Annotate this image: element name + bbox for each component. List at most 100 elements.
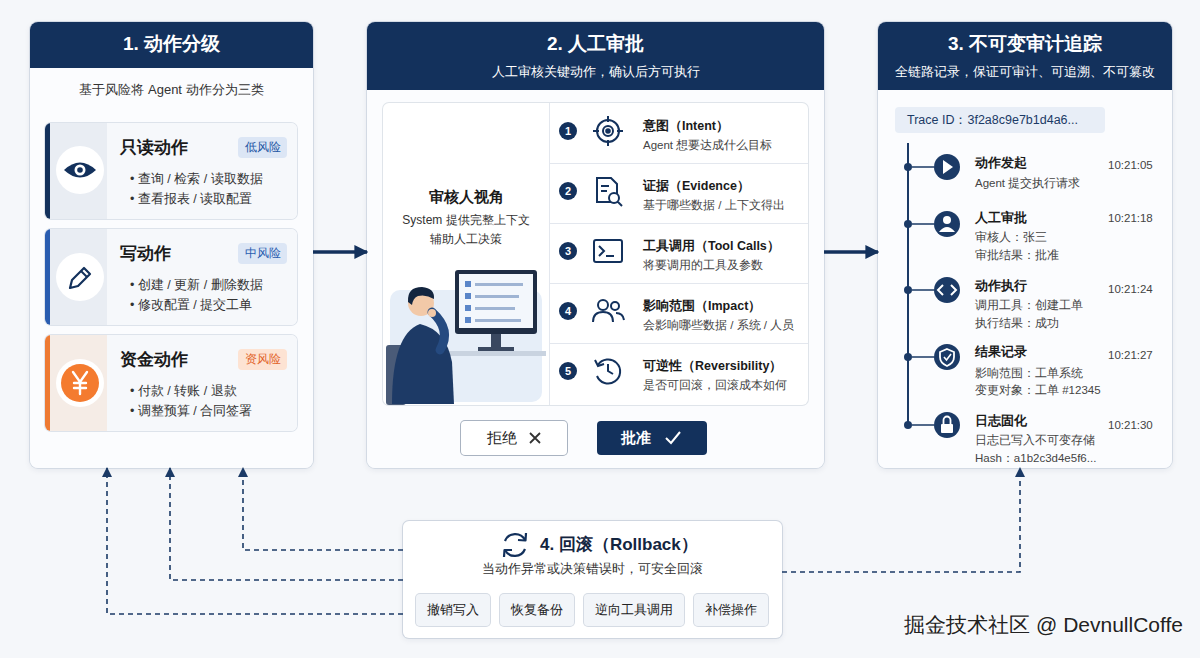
reviewer-illustration-part bbox=[478, 347, 514, 351]
rollback-icon-part bbox=[505, 534, 525, 541]
checklist-row: 工具调用（Tool Calls）将要调用的工具及参数 3 bbox=[549, 223, 808, 283]
callout-number: 3 bbox=[559, 242, 577, 260]
row-description: Agent 想要达成什么目标 bbox=[643, 136, 808, 154]
stage-panel: 3. 不可变审计追踪全链路记录，保证可审计、可追溯、不可篡改 Trace ID：3… bbox=[878, 22, 1172, 468]
panel-subtitle: 全链路记录，保证可审计、可追溯、不可篡改 bbox=[878, 62, 1172, 82]
reviewer-illustration-part bbox=[475, 283, 523, 286]
checklist-row: 证据（Evidence）基于哪些数据 / 上下文得出 2 bbox=[549, 163, 808, 223]
document-search-icon bbox=[597, 178, 622, 206]
target-icon-part bbox=[597, 120, 619, 142]
panel-subtitle: 当动作异常或决策错误时，可安全回滚 bbox=[403, 559, 782, 579]
callout-number: 2 bbox=[559, 182, 577, 200]
review-box: 审核人视角System 提供完整上下文 辅助人工决策意图（Intent）Agen… bbox=[383, 103, 808, 405]
timeline-part bbox=[904, 421, 912, 429]
yen-icon bbox=[56, 359, 104, 407]
target-icon-part bbox=[593, 116, 623, 146]
stage-panel: 2. 人工审批人工审核关键动作，确认后方可执行审核人视角System 提供完整上… bbox=[367, 22, 824, 468]
panel-title: 4. 回滚（Rollback） bbox=[540, 534, 775, 556]
row-description: 是否可回滚，回滚成本如何 bbox=[643, 376, 808, 394]
checklist-row: 可逆性（Reversibility）是否可回滚，回滚成本如何5 bbox=[549, 343, 808, 405]
action-card: 资金动作• 付款 / 转账 / 退款• 调整预算 / 合同签署资风险 bbox=[45, 335, 297, 431]
panel-title: 3. 不可变审计追踪 bbox=[878, 32, 1172, 56]
yen-icon-part bbox=[73, 372, 87, 394]
reviewer-illustration bbox=[386, 270, 546, 405]
bullet-text: • 付款 / 转账 / 退款 bbox=[130, 382, 300, 400]
row-title: 意图（Intent） bbox=[643, 117, 808, 135]
panel-title: 1. 动作分级 bbox=[30, 32, 313, 56]
terminal-icon-part bbox=[599, 246, 614, 256]
row-description: 基于哪些数据 / 上下文得出 bbox=[643, 196, 808, 214]
people-icon-part bbox=[598, 300, 608, 310]
timeline-part bbox=[938, 285, 956, 295]
action-card: 只读动作• 查询 / 检索 / 读取数据• 查看报表 / 读取配置低风险 bbox=[45, 123, 297, 219]
document-search-icon-part bbox=[618, 202, 622, 206]
history-icon-part bbox=[608, 364, 613, 374]
bullet-text: • 调整预算 / 合同签署 bbox=[130, 402, 300, 420]
approve-check-icon-part bbox=[666, 432, 680, 443]
timeline-part bbox=[934, 412, 960, 438]
number-circle: 3 bbox=[559, 242, 577, 260]
reject-button: 拒绝 bbox=[461, 421, 567, 455]
reviewer-illustration-part bbox=[459, 274, 533, 328]
option-label: 撤销写入 bbox=[416, 594, 490, 626]
rollback-connector bbox=[782, 468, 1020, 572]
bullet-text: • 修改配置 / 提交工单 bbox=[130, 296, 300, 314]
yen-icon-part bbox=[61, 364, 99, 402]
pencil-icon bbox=[56, 253, 104, 301]
reviewer-illustration-part bbox=[432, 312, 445, 350]
reviewer-illustration-part bbox=[408, 287, 434, 305]
button-label: 批准 bbox=[615, 421, 657, 455]
timeline-part bbox=[904, 220, 912, 228]
callout-number: 5 bbox=[559, 362, 577, 380]
stage-panel: 1. 动作分级基于风险将 Agent 动作分为三类只读动作• 查询 / 检索 /… bbox=[30, 22, 313, 468]
rollback-connector bbox=[107, 468, 403, 614]
row-title: 证据（Evidence） bbox=[643, 177, 808, 195]
pencil-icon-part bbox=[70, 268, 90, 288]
number-circle: 2 bbox=[559, 182, 577, 200]
rollback-option: 恢复备份 bbox=[500, 594, 574, 626]
reviewer-illustration-part bbox=[475, 307, 515, 310]
timeline-part bbox=[934, 154, 960, 180]
button-label: 拒绝 bbox=[481, 421, 523, 455]
action-card: 写动作• 创建 / 更新 / 删除数据• 修改配置 / 提交工单中风险 bbox=[45, 229, 297, 325]
terminal-icon bbox=[594, 240, 622, 262]
eye-icon-part bbox=[64, 163, 96, 178]
timeline-part bbox=[943, 216, 951, 224]
timeline-part bbox=[934, 211, 960, 237]
timeline bbox=[904, 143, 960, 438]
reviewer-illustration-part bbox=[475, 295, 519, 298]
reviewer-illustration-part bbox=[465, 281, 471, 287]
people-icon-part bbox=[611, 302, 619, 310]
timeline-part bbox=[944, 417, 951, 424]
row-description: 会影响哪些数据 / 系统 / 人员 bbox=[643, 316, 808, 334]
flow-arrow bbox=[313, 250, 367, 254]
rollback-connector bbox=[170, 468, 403, 580]
reviewer-illustration-part bbox=[408, 290, 434, 316]
rollback-option: 补偿操作 bbox=[694, 594, 768, 626]
bullet-text: • 创建 / 更新 / 删除数据 bbox=[130, 276, 300, 294]
row-description: 将要调用的工具及参数 bbox=[643, 256, 808, 274]
rollback-icon-part bbox=[504, 550, 512, 557]
reviewer-illustration-part bbox=[455, 270, 537, 334]
risk-badge: 中风险 bbox=[238, 243, 287, 264]
row-title: 工具调用（Tool Calls） bbox=[643, 237, 808, 255]
trace-id: Trace ID：3f2a8c9e7b1d4a6... bbox=[907, 107, 1102, 133]
history-icon-part bbox=[597, 359, 620, 383]
rollback-connector bbox=[243, 468, 403, 550]
risk-badge-text: 低风险 bbox=[238, 137, 287, 158]
timeline-part bbox=[934, 344, 960, 370]
timeline-part bbox=[943, 160, 953, 174]
timeline-part bbox=[939, 227, 955, 232]
reviewer-illustration-part bbox=[491, 334, 501, 348]
rollback-panel: 4. 回滚（Rollback） 当动作异常或决策错误时，可安全回滚撤销写入恢复备份… bbox=[403, 521, 782, 638]
number-circle: 4 bbox=[559, 302, 577, 320]
people-icon bbox=[593, 300, 624, 322]
rollback-icon-part bbox=[505, 549, 525, 556]
bullet-text: • 查看报表 / 读取配置 bbox=[130, 190, 300, 208]
target-icon-part bbox=[606, 129, 610, 133]
panel-subtitle: 基于风险将 Agent 动作分为三类 bbox=[30, 81, 313, 99]
reviewer-illustration-part bbox=[465, 317, 471, 323]
reject-cross-icon-part bbox=[530, 433, 540, 443]
checklist-row: 影响范围（Impact）会影响哪些数据 / 系统 / 人员4 bbox=[549, 283, 808, 343]
